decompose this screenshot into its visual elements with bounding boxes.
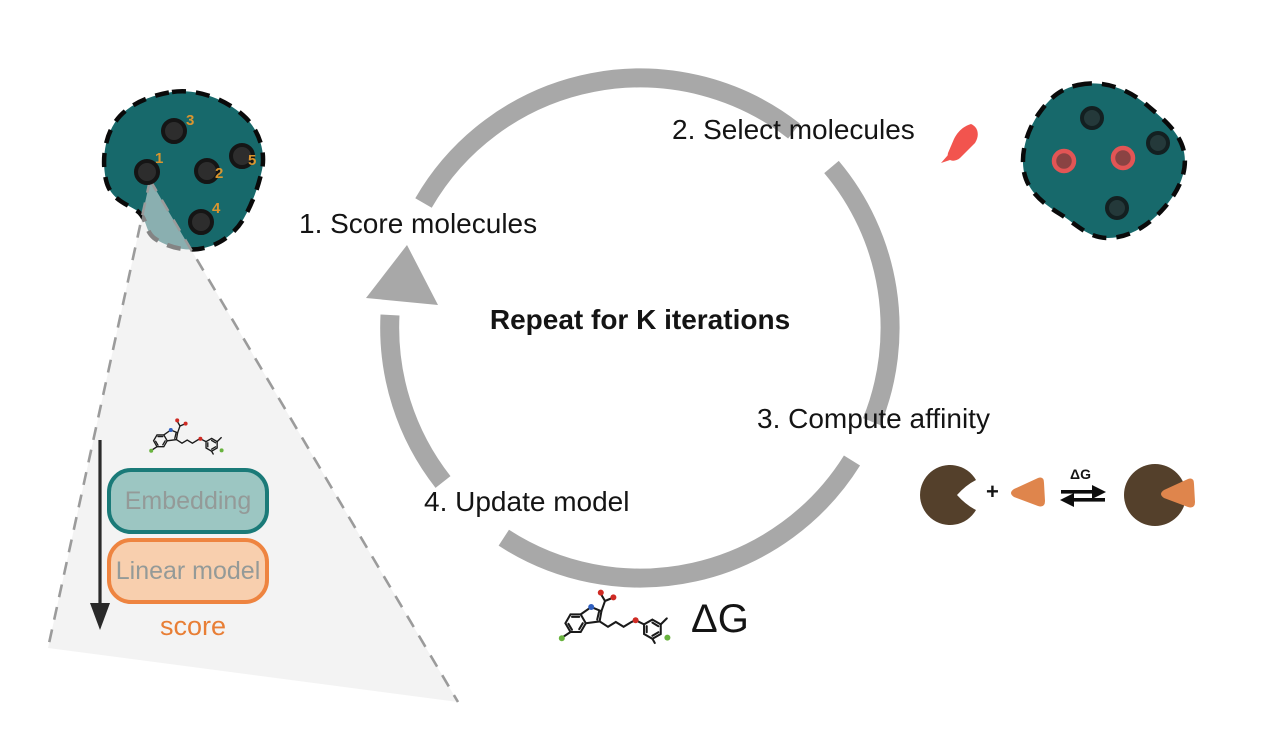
cycle-arrowhead-icon — [366, 245, 438, 305]
dot-number-1: 1 — [155, 150, 164, 167]
blob-outline — [101, 89, 266, 252]
protein-ligand-complex-icon — [1124, 464, 1195, 526]
chemical-space-blob-left — [101, 89, 266, 252]
cycle-arc-bottom — [498, 455, 861, 588]
plus-sign-label: + — [986, 479, 999, 504]
step-1-score-molecules-label: 1. Score molecules — [299, 208, 538, 239]
molecule-dots-left — [134, 118, 255, 235]
funnel-dashed-right — [148, 179, 460, 703]
cycle-arc-left — [380, 314, 451, 488]
molecule-dot — [134, 159, 160, 185]
molecule-dot — [161, 118, 187, 144]
dot-number-3: 3 — [186, 112, 195, 129]
molecule-dot — [194, 158, 220, 184]
funnel-dashed-left — [46, 179, 152, 649]
selected-molecule-dot — [1051, 148, 1077, 174]
delta-g-label: ΔG — [691, 597, 749, 641]
dot-number-2: 2 — [215, 165, 224, 182]
step-3-compute-affinity-label: 3. Compute affinity — [757, 403, 990, 434]
dot-number-5: 5 — [248, 152, 257, 169]
selected-molecule-dot — [1110, 145, 1136, 171]
embedding-label: Embedding — [124, 486, 252, 515]
ligand-icon — [1011, 477, 1045, 507]
cycle-center-label: Repeat for K iterations — [489, 304, 791, 335]
molecule-dot — [1105, 196, 1129, 220]
down-arrow-icon — [90, 440, 110, 630]
molecule-dot — [1146, 131, 1170, 155]
dot-number-4: 4 — [212, 200, 221, 217]
molecule-dot — [188, 209, 214, 235]
cycle-ring — [380, 68, 900, 588]
equilibrium-delta-g-label: ΔG — [1070, 466, 1091, 482]
molecule-structure-large — [557, 588, 672, 645]
chemical-space-blob-right — [1020, 81, 1188, 241]
equilibrium-arrows-icon — [1060, 485, 1106, 507]
molecule-dot — [1080, 106, 1104, 130]
step-4-update-model-label: 4. Update model — [424, 486, 630, 517]
cycle-arc-right — [824, 160, 900, 426]
linear-model-box: Linear model — [107, 538, 269, 604]
blob-outline — [1020, 81, 1188, 241]
binding-affinity-cartoon — [920, 464, 1195, 526]
cycle-arc-top — [415, 68, 800, 208]
linear-model-label: Linear model — [115, 556, 261, 585]
embedding-box: Embedding — [107, 468, 269, 534]
protein-icon — [920, 465, 976, 525]
molecule-dot — [229, 143, 255, 169]
score-label: score — [159, 611, 227, 641]
select-highlight-icon — [941, 124, 978, 163]
step-2-select-molecules-label: 2. Select molecules — [672, 114, 915, 145]
